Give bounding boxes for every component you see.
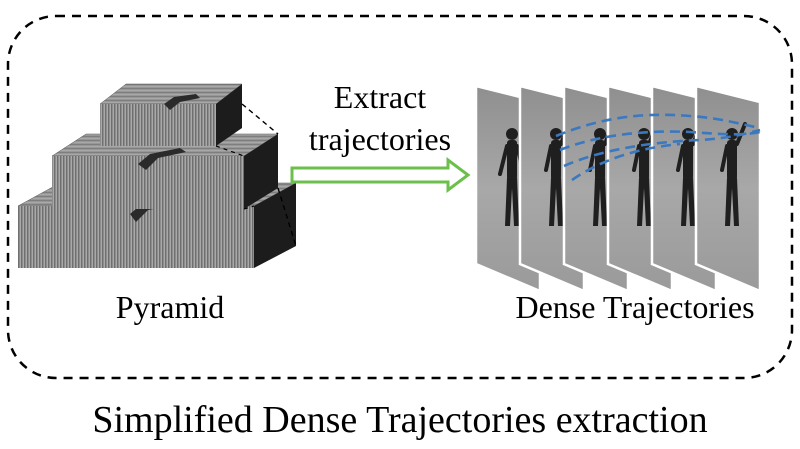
- pyramid-caption: Pyramid: [116, 289, 224, 325]
- silhouette-middle: [138, 148, 186, 170]
- trajectory-1: [555, 113, 761, 138]
- person-silhouette-icon: [544, 126, 569, 226]
- arrow-label-line1: Extract: [334, 79, 427, 115]
- video-frames: [474, 84, 762, 293]
- arrow-label-line2: trajectories: [309, 121, 451, 157]
- silhouette-top: [164, 94, 200, 110]
- trajectory-4: [571, 142, 681, 182]
- video-frame: [694, 84, 762, 293]
- figure-caption: Simplified Dense Trajectories extraction: [92, 399, 707, 441]
- pyramid: [17, 83, 297, 268]
- pyramid-level-top: [99, 83, 243, 146]
- trajectory-3: [563, 128, 761, 168]
- extract-arrow: Extract trajectories: [290, 79, 471, 193]
- trajectory-lines: [555, 113, 761, 182]
- dense-trajectories-caption: Dense Trajectories: [515, 289, 754, 325]
- person-silhouette-icon: [720, 122, 747, 226]
- green-arrow-icon: [290, 157, 471, 193]
- dashed-boundary: [6, 14, 794, 380]
